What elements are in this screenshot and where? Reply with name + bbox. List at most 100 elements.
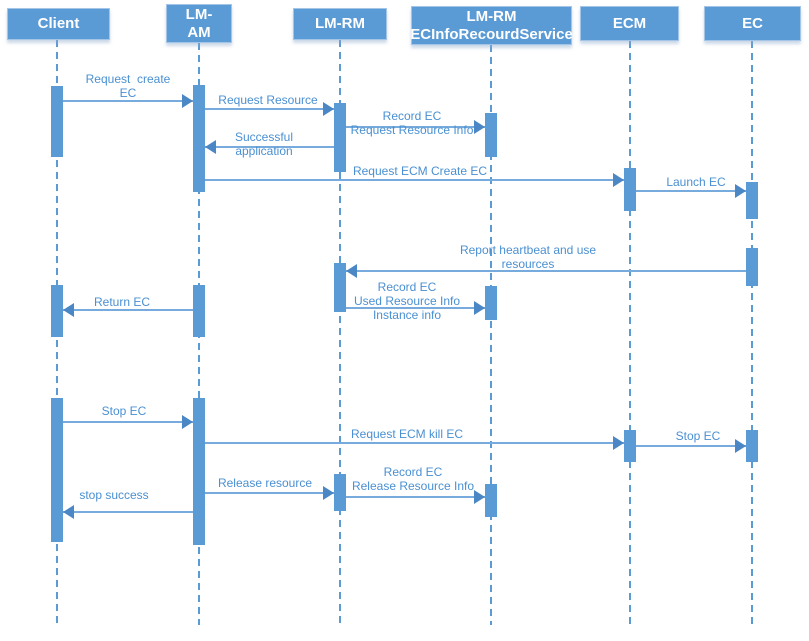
activation-bar-ecinfo [485, 286, 497, 320]
message-label-stop-ec: Stop EC [102, 404, 147, 418]
activation-bar-lm-rm [334, 474, 346, 511]
message-label-line: Request ECM kill EC [350, 427, 464, 441]
arrowhead-icon [63, 505, 74, 519]
actor-label: AM [187, 23, 211, 41]
message-line-successful-application [205, 146, 334, 148]
activation-bar-ec [746, 430, 758, 462]
message-label-line: Request ECM Create EC [352, 164, 488, 178]
actor-label: LM- [185, 5, 213, 23]
actor-box-ecm: ECM [580, 6, 679, 41]
message-line-request-ecm-kill-ec [205, 442, 624, 444]
activation-bar-lm-am [193, 398, 205, 545]
actor-label: LM-RM [315, 15, 365, 32]
arrowhead-icon [182, 415, 193, 429]
message-label-line: Stop EC [675, 429, 721, 443]
message-line-report-heartbeat-and-use-resources [346, 270, 746, 272]
message-label-line: Release resource [217, 476, 313, 490]
actor-label: ECM [612, 14, 647, 32]
message-label-line: Record EC [383, 465, 443, 479]
message-label-line: Return EC [93, 295, 151, 309]
actor-box-lm-rm: LM-RM [293, 8, 387, 40]
arrowhead-icon [735, 184, 746, 198]
message-line-record-ec-release-resource-info [346, 496, 485, 498]
message-label-stop-ec-right: Stop EC [676, 429, 721, 443]
activation-bar-lm-am [193, 285, 205, 337]
message-label-line: Record EC [377, 280, 437, 294]
message-line-release-resource [205, 492, 334, 494]
message-line-stop-success [63, 511, 193, 513]
arrowhead-icon [613, 173, 624, 187]
arrowhead-icon [182, 94, 193, 108]
arrowhead-icon [323, 486, 334, 500]
message-line-return-ec [63, 309, 193, 311]
activation-bar-ec [746, 182, 758, 219]
arrowhead-icon [474, 490, 485, 504]
message-label-line: Successful [234, 130, 294, 144]
message-label-line: Launch EC [666, 175, 726, 189]
lifeline-ecm [629, 41, 631, 625]
activation-bar-ecinfo [485, 484, 497, 517]
message-label-line: Stop EC [101, 404, 147, 418]
activation-bar-ecm [624, 430, 636, 462]
message-line-request-resource [205, 108, 334, 110]
message-line-record-ec-request-resource-info [346, 126, 485, 128]
message-label-request-resource: Request Resource [218, 93, 317, 107]
message-label-request-ecm-create-ec: Request ECM Create EC [353, 164, 487, 178]
arrowhead-icon [205, 140, 216, 154]
message-label-line: Record EC [382, 109, 442, 123]
message-label-line: Request Resource Info [350, 123, 474, 137]
message-line-record-ec-used-resource-info-instance-info [346, 307, 485, 309]
message-label-line: Request Resource [218, 93, 318, 107]
message-label-launch-ec: Launch EC [666, 175, 725, 189]
message-label-line: stop success [79, 488, 149, 502]
message-label-line: application [235, 144, 293, 158]
arrowhead-icon [474, 120, 485, 134]
activation-bar-ec [746, 248, 758, 286]
actor-box-client: Client [7, 8, 110, 40]
message-label-release-resource: Release resource [218, 476, 312, 490]
activation-bar-client [51, 398, 63, 542]
actor-label: EC [742, 14, 763, 32]
arrowhead-icon [323, 102, 334, 116]
message-label-stop-success: stop success [79, 488, 148, 502]
actor-box-ec: EC [704, 6, 801, 41]
message-label-line: Instance info [372, 308, 442, 322]
message-label-line: Used Resource Info [353, 294, 461, 308]
message-line-request-ecm-create-ec [205, 179, 624, 181]
message-label-line: Release Resource Info [351, 479, 475, 493]
message-label-line: EC [119, 86, 137, 100]
activation-bar-client [51, 86, 63, 157]
activation-bar-ecinfo [485, 113, 497, 157]
message-line-request-create-ec [63, 100, 193, 102]
arrowhead-icon [735, 439, 746, 453]
message-label-return-ec: Return EC [94, 295, 150, 309]
activation-bar-ecm [624, 168, 636, 211]
actor-label: LM-RM [466, 7, 517, 25]
activation-bar-lm-rm [334, 263, 346, 312]
arrowhead-icon [474, 301, 485, 315]
message-line-stop-ec-right [636, 445, 746, 447]
activation-bar-lm-am [193, 85, 205, 192]
message-line-stop-ec [63, 421, 193, 423]
actor-label: ECInfoRecourdService [410, 25, 573, 43]
message-label-request-ecm-kill-ec: Request ECM kill EC [351, 427, 463, 441]
activation-bar-lm-rm [334, 103, 346, 172]
lifeline-lm-rm [339, 40, 341, 625]
lifeline-ec [751, 41, 753, 625]
arrowhead-icon [63, 303, 74, 317]
activation-bar-client [51, 285, 63, 337]
lifeline-ecinfo [490, 45, 492, 625]
actor-box-lm-am: LM-AM [166, 4, 232, 43]
message-label-line: Report heartbeat and use [459, 243, 597, 257]
arrowhead-icon [613, 436, 624, 450]
actor-label: Client [37, 15, 80, 32]
message-label-line: Request create [85, 72, 171, 86]
